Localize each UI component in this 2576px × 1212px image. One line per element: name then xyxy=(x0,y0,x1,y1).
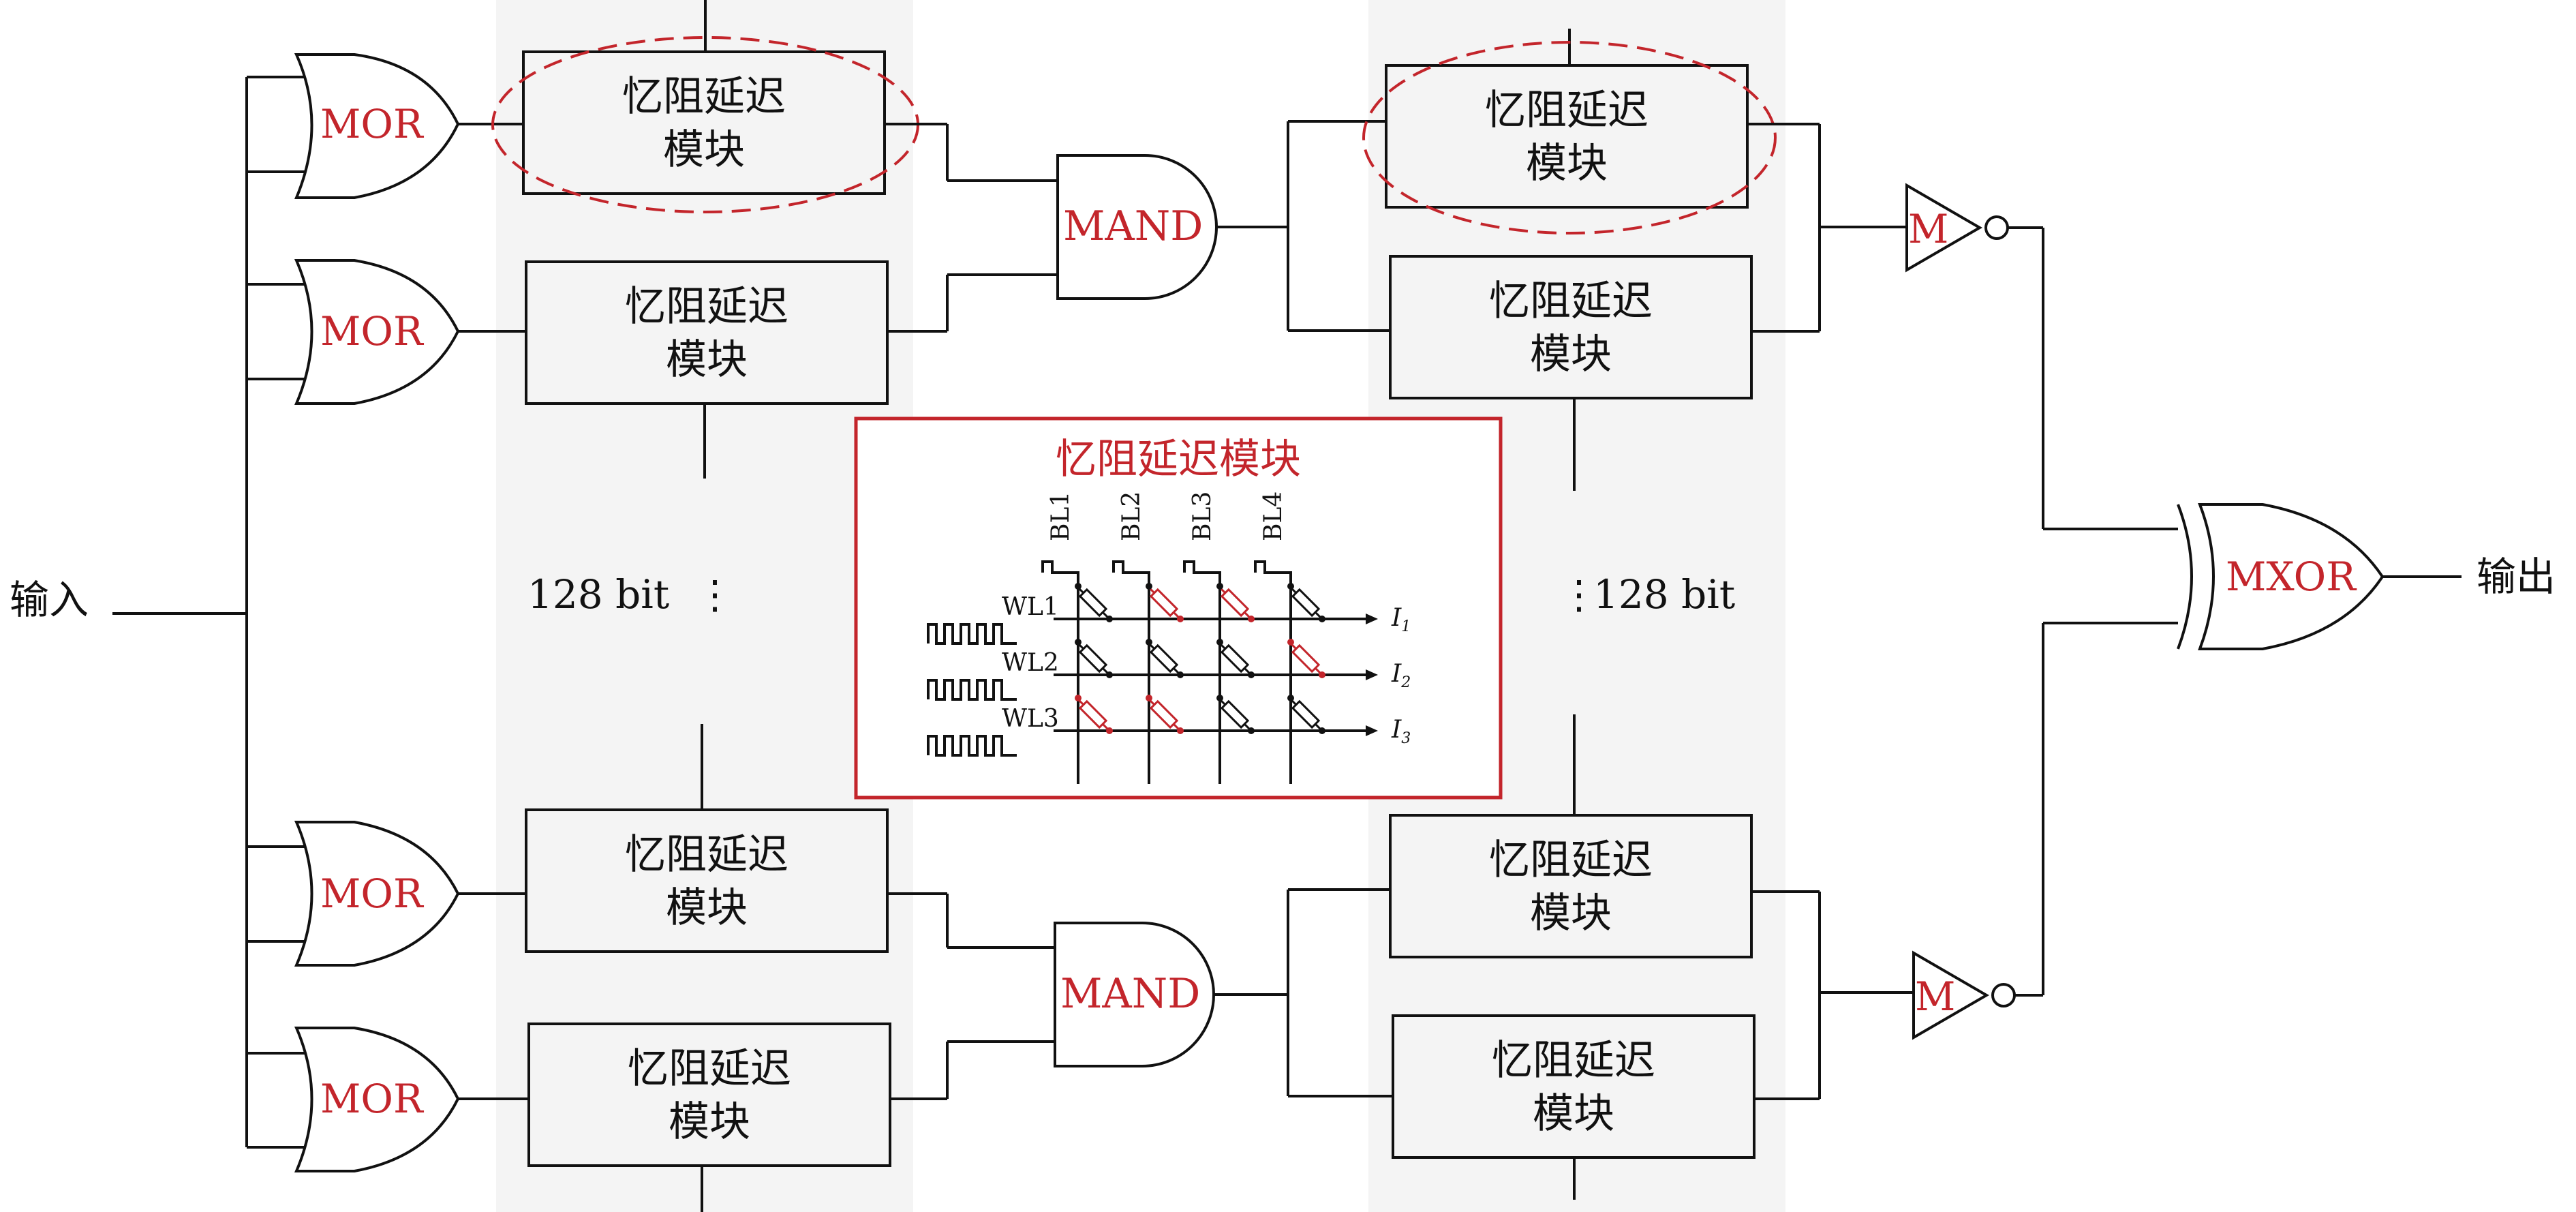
not-gate-lower-label: M xyxy=(1915,973,1955,1020)
delay-module-left-2: 忆阻延迟 模块 xyxy=(525,260,889,479)
not-to-xor-wires xyxy=(2042,228,2178,995)
left-ellipsis: ⋮ xyxy=(695,571,735,618)
current-label-3: I3 xyxy=(1391,716,1411,747)
bitline-label-3: BL3 xyxy=(1189,491,1216,541)
right-bit-count: 128 bit xyxy=(1593,571,1735,618)
module-to-not-wires xyxy=(1747,123,1914,1100)
bitline-label-4: BL4 xyxy=(1259,491,1287,541)
svg-text:忆阻延迟: 忆阻延迟 xyxy=(628,1045,791,1093)
not-gate-upper-label: M xyxy=(1908,206,1948,252)
svg-text:模块: 模块 xyxy=(669,1098,750,1146)
delay-module-right-1: 忆阻延迟 模块 xyxy=(1362,29,1777,234)
svg-text:忆阻延迟: 忆阻延迟 xyxy=(625,283,788,331)
not-gate-upper: M xyxy=(1905,183,2043,273)
or-gate-3: MOR xyxy=(294,821,460,967)
svg-text:模块: 模块 xyxy=(663,126,745,174)
svg-text:忆阻延迟: 忆阻延迟 xyxy=(625,831,788,879)
bitline-label-2: BL2 xyxy=(1118,491,1146,541)
memristor-crossbar-inset: 忆阻延迟模块 BL1 BL2 BL3 BL4 WL1 WL2 WL3 xyxy=(854,416,1503,800)
left-bit-count: 128 bit xyxy=(527,571,669,618)
delay-module-left-4: 忆阻延迟 模块 xyxy=(527,1022,891,1212)
svg-text:模块: 模块 xyxy=(666,336,748,384)
delay-module-right-4: 忆阻延迟 模块 xyxy=(1392,1014,1755,1200)
and-gate-upper: MAND xyxy=(885,123,1288,333)
memristor-cells xyxy=(1075,585,1323,732)
and-gate-lower: MAND xyxy=(887,892,1288,1100)
left-module-column xyxy=(496,0,913,1212)
svg-text:模块: 模块 xyxy=(1530,890,1612,937)
or-gate-4-label: MOR xyxy=(320,1076,425,1122)
svg-text:模块: 模块 xyxy=(666,884,748,932)
and-gate-lower-label: MAND xyxy=(1060,970,1200,1018)
current-label-1: I1 xyxy=(1391,604,1411,635)
svg-text:忆阻延迟: 忆阻延迟 xyxy=(622,73,786,121)
or-gate-3-label: MOR xyxy=(320,870,425,917)
or-gate-2-label: MOR xyxy=(320,308,425,354)
svg-text:忆阻延迟: 忆阻延迟 xyxy=(1492,1037,1655,1085)
or-gate-1: MOR xyxy=(294,53,460,199)
svg-text:模块: 模块 xyxy=(1526,140,1608,187)
bitline-pulses xyxy=(1041,560,1292,588)
output-label: 输出 xyxy=(2477,554,2556,600)
delay-module-right-2: 忆阻延迟 模块 xyxy=(1389,255,1753,491)
or-gate-2: MOR xyxy=(294,259,460,405)
and-gate-upper-label: MAND xyxy=(1063,202,1203,250)
or-gate-4: MOR xyxy=(294,1027,460,1172)
wordline-pulse-trains xyxy=(927,623,1017,757)
highlight-ellipse-right xyxy=(1362,41,1777,234)
xor-gate-label: MXOR xyxy=(2226,554,2357,600)
and-to-module-wires xyxy=(1287,120,1393,1097)
bitline-label-1: BL1 xyxy=(1047,491,1075,541)
delay-module-right-3: 忆阻延迟 模块 xyxy=(1389,714,1753,958)
input-bus xyxy=(112,76,311,1149)
or-to-module-wires xyxy=(458,123,529,1100)
wordline-label-1: WL1 xyxy=(1002,593,1059,621)
wordline-label-2: WL2 xyxy=(1002,649,1059,677)
svg-text:忆阻延迟: 忆阻延迟 xyxy=(1489,836,1653,884)
or-gate-1-label: MOR xyxy=(320,101,425,147)
wordline-label-3: WL3 xyxy=(1002,705,1059,733)
inset-title: 忆阻延迟模块 xyxy=(1056,436,1301,483)
svg-text:忆阻延迟: 忆阻延迟 xyxy=(1489,277,1653,325)
current-label-2: I2 xyxy=(1391,660,1411,691)
input-label: 输入 xyxy=(10,577,89,623)
not-gate-lower: M xyxy=(1912,950,2043,1040)
right-ellipsis: ⋮ xyxy=(1559,571,1599,618)
svg-text:模块: 模块 xyxy=(1530,331,1612,378)
delay-module-left-3: 忆阻延迟 模块 xyxy=(525,724,889,953)
svg-text:忆阻延迟: 忆阻延迟 xyxy=(1485,87,1649,134)
svg-text:模块: 模块 xyxy=(1533,1090,1614,1138)
xor-gate: MXOR xyxy=(2177,503,2462,650)
junction-dots xyxy=(1075,583,1325,734)
